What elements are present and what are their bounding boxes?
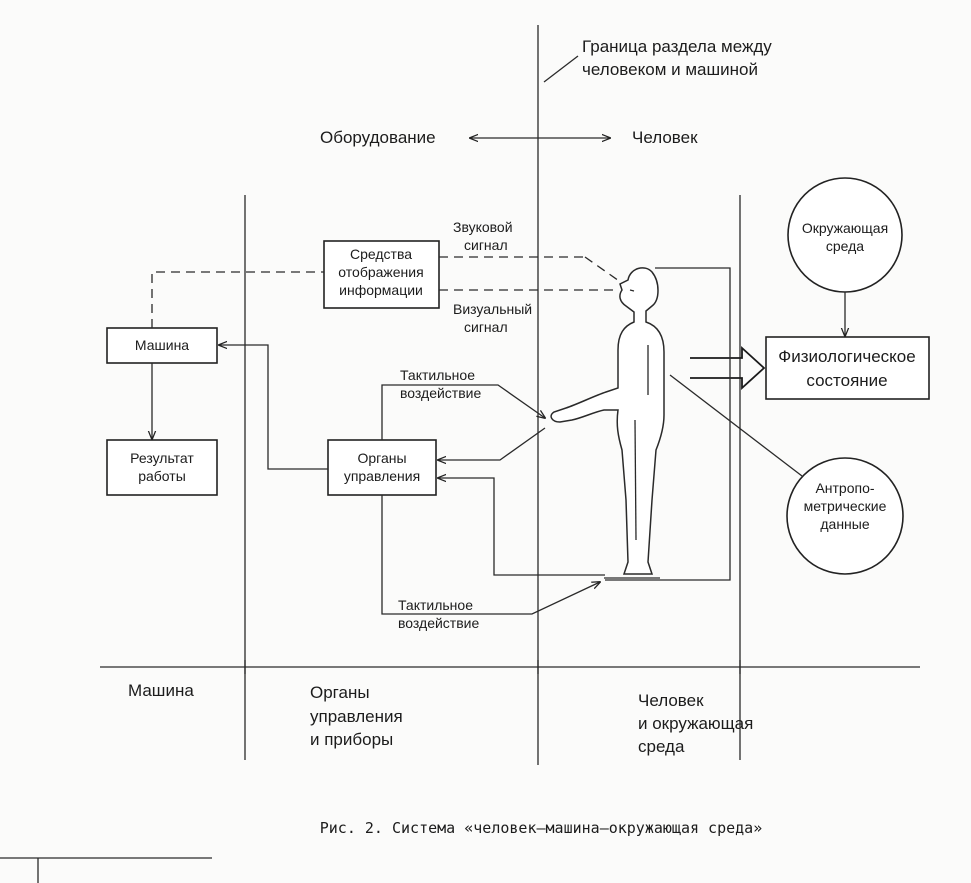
anthropometry-circle: Антропо- метрические данные <box>786 457 904 575</box>
svg-text:состояние: состояние <box>806 371 887 390</box>
zone-label-controls-line-2: управления <box>310 707 403 726</box>
figure-caption: Рис. 2. Система «человек—машина—окружающ… <box>320 819 763 837</box>
physiology-box: Физиологическое состояние <box>765 336 930 400</box>
boundary-label-line-1: Граница раздела между <box>582 37 772 56</box>
svg-text:Окружающая: Окружающая <box>802 220 888 236</box>
svg-text:Антропо-: Антропо- <box>815 480 874 496</box>
svg-text:управления: управления <box>344 468 420 484</box>
sound-signal-label: Звуковой <box>453 219 513 235</box>
svg-text:среда: среда <box>826 238 864 254</box>
result-box: Результат работы <box>106 439 218 496</box>
controls-box: Органы управления <box>327 439 437 496</box>
hand-to-controls-arrow <box>438 427 546 460</box>
svg-text:воздействие: воздействие <box>398 615 479 631</box>
svg-text:Физиологическое: Физиологическое <box>778 347 915 366</box>
tactile-top-label: Тактильное <box>400 367 475 383</box>
boundary-label-line-2: человеком и машиной <box>582 60 758 79</box>
foot-to-controls-arrow <box>438 478 605 576</box>
svg-text:работы: работы <box>138 468 186 484</box>
boundary-label-leader <box>543 55 579 83</box>
human-figure <box>550 267 665 579</box>
side-label-human: Человек <box>632 128 698 147</box>
controls-to-machine-arrow <box>219 345 328 470</box>
zone-label-machine: Машина <box>128 681 194 700</box>
svg-text:сигнал: сигнал <box>464 319 508 335</box>
svg-text:воздействие: воздействие <box>400 385 481 401</box>
svg-text:Средства: Средства <box>350 246 412 262</box>
boundary-label: Граница раздела между человеком и машино… <box>582 37 772 79</box>
svg-text:отображения: отображения <box>338 264 423 280</box>
zone-label-human-line-1: Человек <box>638 691 704 710</box>
svg-text:Органы: Органы <box>357 450 406 466</box>
human-frame <box>605 267 731 581</box>
svg-text:информации: информации <box>339 282 423 298</box>
zone-label-controls-line-1: Органы <box>310 683 370 702</box>
human-to-anthropometry-line <box>669 374 803 477</box>
machine-box: Машина <box>106 327 218 364</box>
zone-label-controls-line-3: и приборы <box>310 730 393 749</box>
machine-to-display-dashed-line <box>151 271 324 328</box>
tactile-top-arrow <box>381 384 545 440</box>
visual-signal-label: Визуальный <box>453 301 532 317</box>
tactile-bottom-label: Тактильное <box>398 597 473 613</box>
svg-text:метрические: метрические <box>804 498 887 514</box>
svg-text:данные: данные <box>820 516 869 532</box>
zone-label-human-line-3: среда <box>638 737 685 756</box>
zone-label-human-line-2: и окружающая <box>638 714 753 733</box>
svg-text:сигнал: сигнал <box>464 237 508 253</box>
display-box: Средства отображения информации <box>323 240 440 309</box>
tactile-bottom-arrow <box>381 495 600 615</box>
svg-text:Результат: Результат <box>130 450 194 466</box>
svg-text:Машина: Машина <box>135 337 189 353</box>
side-label-equipment: Оборудование <box>320 128 436 147</box>
environment-circle: Окружающая среда <box>787 177 903 293</box>
human-to-physiology-arrow <box>690 345 766 391</box>
